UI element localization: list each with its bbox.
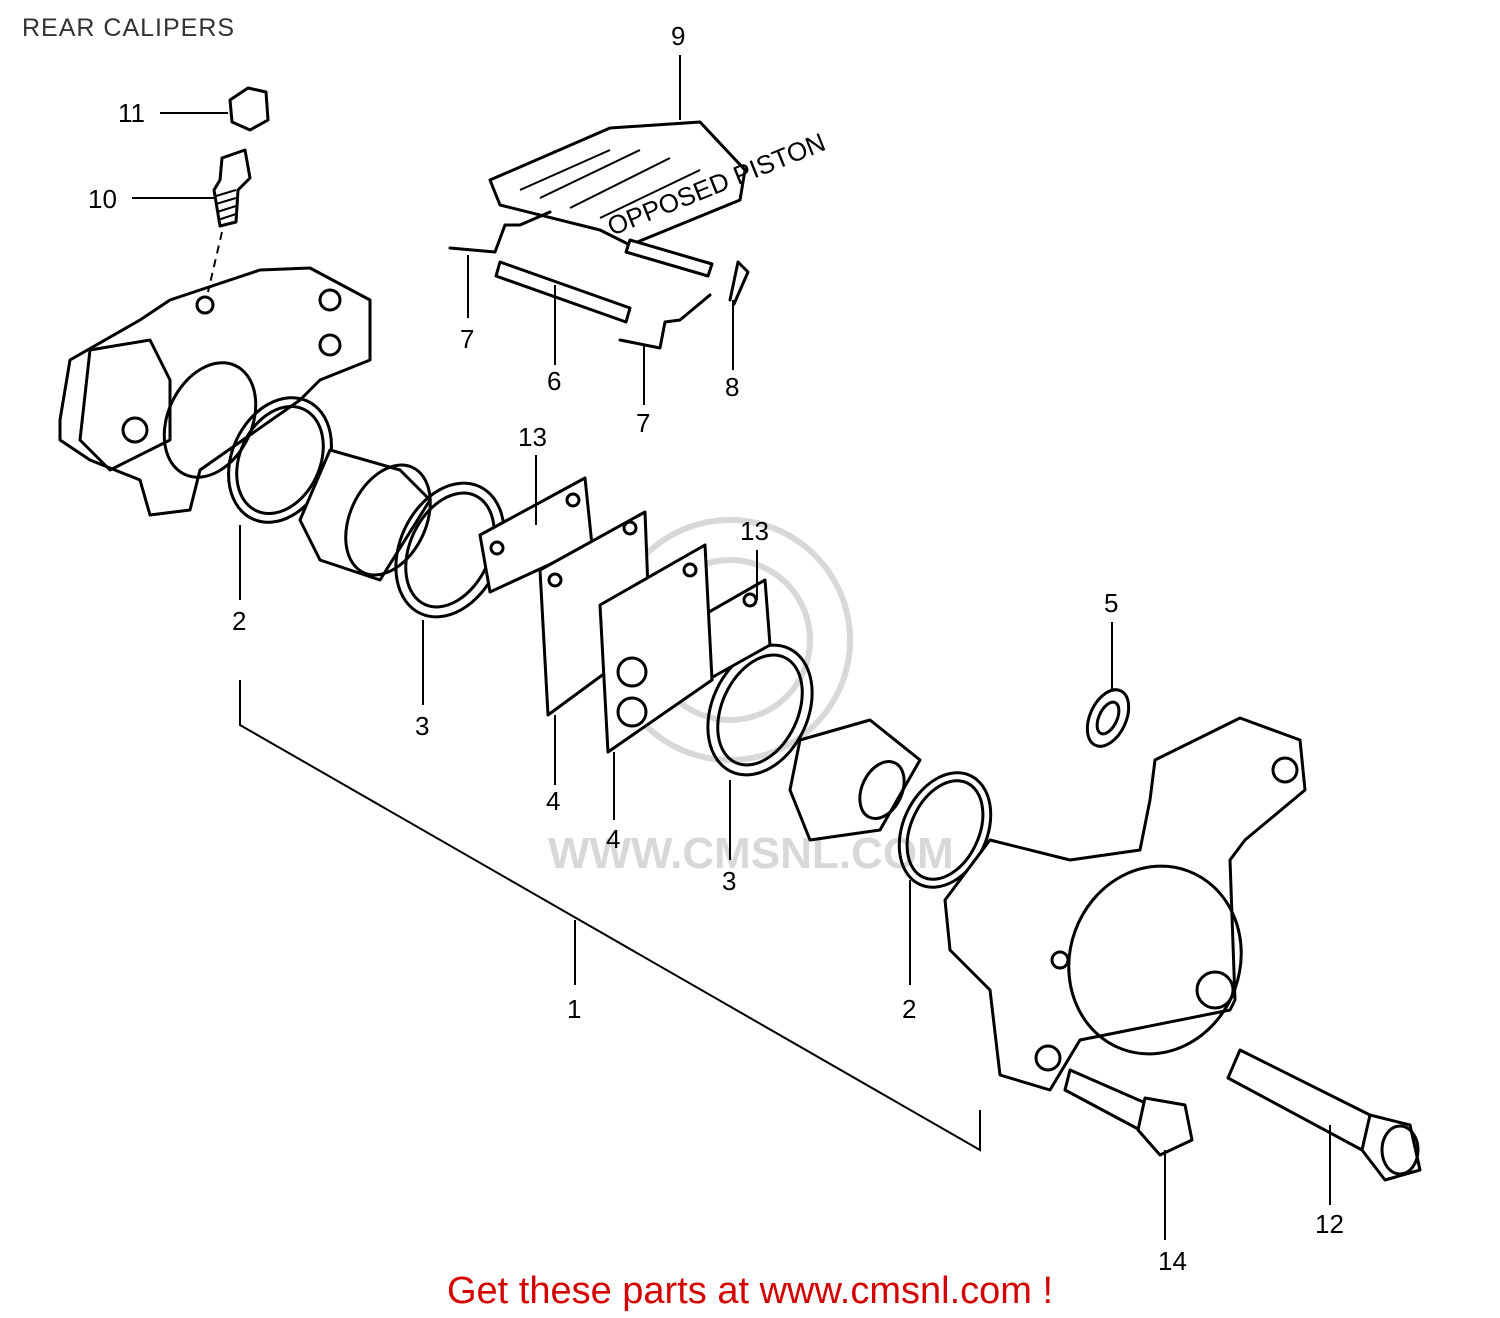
callout-11: 11	[118, 98, 145, 128]
callout-8: 8	[725, 372, 739, 402]
callout-13-left: 13	[518, 422, 547, 452]
callout-7-lower: 7	[636, 408, 650, 438]
pad-spring-lower	[618, 293, 712, 350]
callout-4-right: 4	[606, 824, 620, 854]
brake-pad-right	[598, 543, 714, 754]
piston-left	[298, 448, 432, 582]
callout-13-right: 13	[740, 516, 769, 546]
washer	[1085, 688, 1131, 748]
dust-seal-right	[706, 643, 814, 777]
callout-3-right: 3	[722, 866, 736, 896]
callout-3-left: 3	[415, 711, 429, 741]
pad-pin	[494, 238, 714, 324]
callout-12: 12	[1315, 1209, 1344, 1239]
pad-spring-upper	[448, 210, 552, 254]
callout-9: 9	[671, 21, 685, 51]
callout-4-left: 4	[546, 786, 560, 816]
parts-link-banner[interactable]: Get these parts at www.cmsnl.com !	[0, 1270, 1500, 1313]
callout-14: 14	[1158, 1246, 1187, 1276]
pin-clip	[728, 260, 750, 306]
assembly-bracket-line	[239, 680, 981, 1152]
callout-5: 5	[1104, 588, 1118, 618]
caliper-bolt-long	[1226, 1048, 1422, 1182]
caliper-body-left	[58, 266, 372, 517]
callout-1: 1	[567, 994, 581, 1024]
callout-7-upper: 7	[460, 324, 474, 354]
piston-right	[788, 718, 922, 842]
pad-cover: OPPOSED PISTON	[488, 120, 829, 247]
callout-6: 6	[547, 366, 561, 396]
bleeder-screw	[207, 148, 252, 293]
leader-lines	[132, 55, 1331, 1240]
callout-2-right: 2	[902, 994, 916, 1024]
callout-2-left: 2	[232, 606, 246, 636]
bleeder-cap	[228, 86, 270, 132]
callout-numbers: 1 2 2 3 3 4 4 5 6 7 7 8 9 10 11 12 13 13…	[88, 21, 1344, 1276]
cmsnl-link[interactable]: Get these parts at www.cmsnl.com !	[446, 1270, 1054, 1312]
caliper-body-right	[943, 716, 1307, 1092]
watermark-text: WWW.CMSNL.COM	[548, 829, 954, 878]
bracket-bolt-short	[1063, 1068, 1194, 1157]
diagram-title: REAR CALIPERS	[22, 14, 236, 42]
callout-10: 10	[88, 184, 117, 214]
